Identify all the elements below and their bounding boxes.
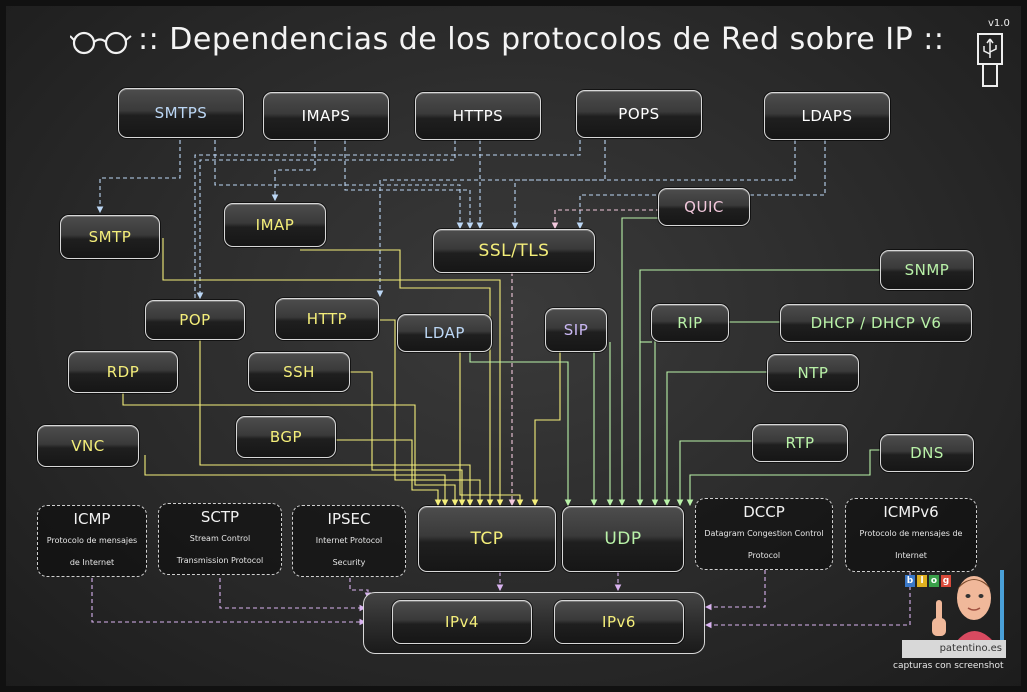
blog-letter-l: l <box>917 575 927 587</box>
box-dccp: DCCP Datagram Congestion Control Protoco… <box>695 498 833 570</box>
wire-smtps-ssl <box>214 140 464 230</box>
box-icmpv6: ICMPv6 Protocolo de mensajes de Internet <box>845 498 977 572</box>
node-imap: IMAP <box>224 203 326 247</box>
node-pops: POPS <box>576 90 702 138</box>
box-icmpv6-title: ICMPv6 <box>883 503 939 521</box>
wire-https-http <box>196 140 456 300</box>
node-ssl-tls: SSL/TLS <box>433 229 595 273</box>
wire-rtp-udp <box>676 440 752 507</box>
wire-dns-udp <box>686 449 880 507</box>
node-ssh: SSH <box>248 352 350 392</box>
node-vnc: VNC <box>37 425 139 467</box>
wire-bgp-tcp <box>335 439 442 507</box>
wire-http-tcp <box>380 319 484 507</box>
box-ipsec: IPSEC Internet Protocol Security <box>292 505 406 577</box>
page-title: :: Dependencias de los protocolos de Red… <box>138 22 945 57</box>
wire-icmpv6-ipv6 <box>704 572 911 629</box>
caption-label: capturas con screenshot <box>893 661 1004 671</box>
wire-dhcp-udp <box>651 321 780 507</box>
blog-letter-o: o <box>929 575 939 587</box>
node-imaps: IMAPS <box>263 92 389 140</box>
node-ldaps: LDAPS <box>764 92 890 140</box>
wire-ldap-udp <box>469 352 572 507</box>
node-ipv6: IPv6 <box>554 600 684 644</box>
blog-tag: b l o g <box>905 575 951 587</box>
node-rdp: RDP <box>68 351 178 393</box>
wire-rdp-tcp <box>122 393 459 507</box>
node-ipv4: IPv4 <box>392 600 532 644</box>
wire-quic-udp <box>618 217 660 507</box>
version-label: v1.0 <box>988 18 1010 29</box>
wire-icmp-ipv4 <box>91 578 367 626</box>
wire-ssh-tcp <box>350 371 466 507</box>
wire-snmp-udp <box>636 269 882 507</box>
box-icmp-title: ICMP <box>73 510 111 528</box>
node-rtp: RTP <box>752 424 848 462</box>
node-pop: POP <box>145 300 245 340</box>
box-icmp: ICMP Protocolo de mensajes de Internet <box>37 505 147 577</box>
node-quic: QUIC <box>658 188 750 226</box>
usb-icon <box>977 33 1003 87</box>
wire-pops-ssl <box>511 140 606 230</box>
node-rip: RIP <box>651 304 729 342</box>
node-bgp: BGP <box>236 416 336 458</box>
wire-imap-tcp <box>300 249 494 507</box>
box-icmpv6-desc: Protocolo de mensajes de Internet <box>859 529 963 560</box>
box-sctp-desc: Stream Control Transmission Protocol <box>176 534 264 565</box>
node-http: HTTP <box>275 298 379 340</box>
wire-ipsec-ip <box>349 578 372 600</box>
wire-imaps-imap <box>271 140 316 202</box>
wire-sip-tcp <box>531 352 561 507</box>
wire-smtp-tcp <box>162 238 504 507</box>
node-sip: SIP <box>545 308 607 352</box>
wire-ntp-udp <box>663 371 768 507</box>
wire-smtps-smtp <box>96 140 181 214</box>
box-dccp-title: DCCP <box>743 503 785 521</box>
node-ldap: LDAP <box>397 314 492 352</box>
wire-ldap-tcp <box>459 350 524 507</box>
wire-imaps-ssl <box>344 140 474 230</box>
node-snmp: SNMP <box>880 250 974 290</box>
box-icmp-desc: Protocolo de mensajes de Internet <box>46 536 138 567</box>
wire-quic-ssl <box>551 209 660 230</box>
node-dns: DNS <box>880 434 974 472</box>
box-ipsec-desc: Internet Protocol Security <box>315 536 383 567</box>
node-https: HTTPS <box>415 92 541 140</box>
box-ipsec-title: IPSEC <box>327 510 371 528</box>
node-smtp: SMTP <box>60 215 160 259</box>
wire-pops-pop <box>194 140 581 300</box>
box-sctp: SCTP Stream Control Transmission Protoco… <box>158 503 282 575</box>
node-dhcp: DHCP / DHCP V6 <box>780 304 972 342</box>
node-udp: UDP <box>562 506 684 572</box>
blog-letter-g: g <box>941 575 951 587</box>
box-sctp-title: SCTP <box>200 508 240 526</box>
avatar-icon <box>932 570 1004 642</box>
glasses-icon <box>70 31 132 55</box>
site-label: patentino.es <box>902 640 1006 658</box>
node-ntp: NTP <box>767 354 859 392</box>
wire-vnc-tcp <box>144 455 449 507</box>
wire-sctp-ip <box>219 578 367 612</box>
blog-letter-b: b <box>905 575 915 587</box>
box-dccp-desc: Datagram Congestion Control Protocol <box>704 529 824 560</box>
node-smtps: SMTPS <box>118 88 244 138</box>
node-tcp: TCP <box>418 506 556 572</box>
wire-pop-tcp <box>199 340 474 507</box>
wire-ldaps-ldap <box>376 140 796 298</box>
wire-dccp-ip <box>704 570 766 611</box>
